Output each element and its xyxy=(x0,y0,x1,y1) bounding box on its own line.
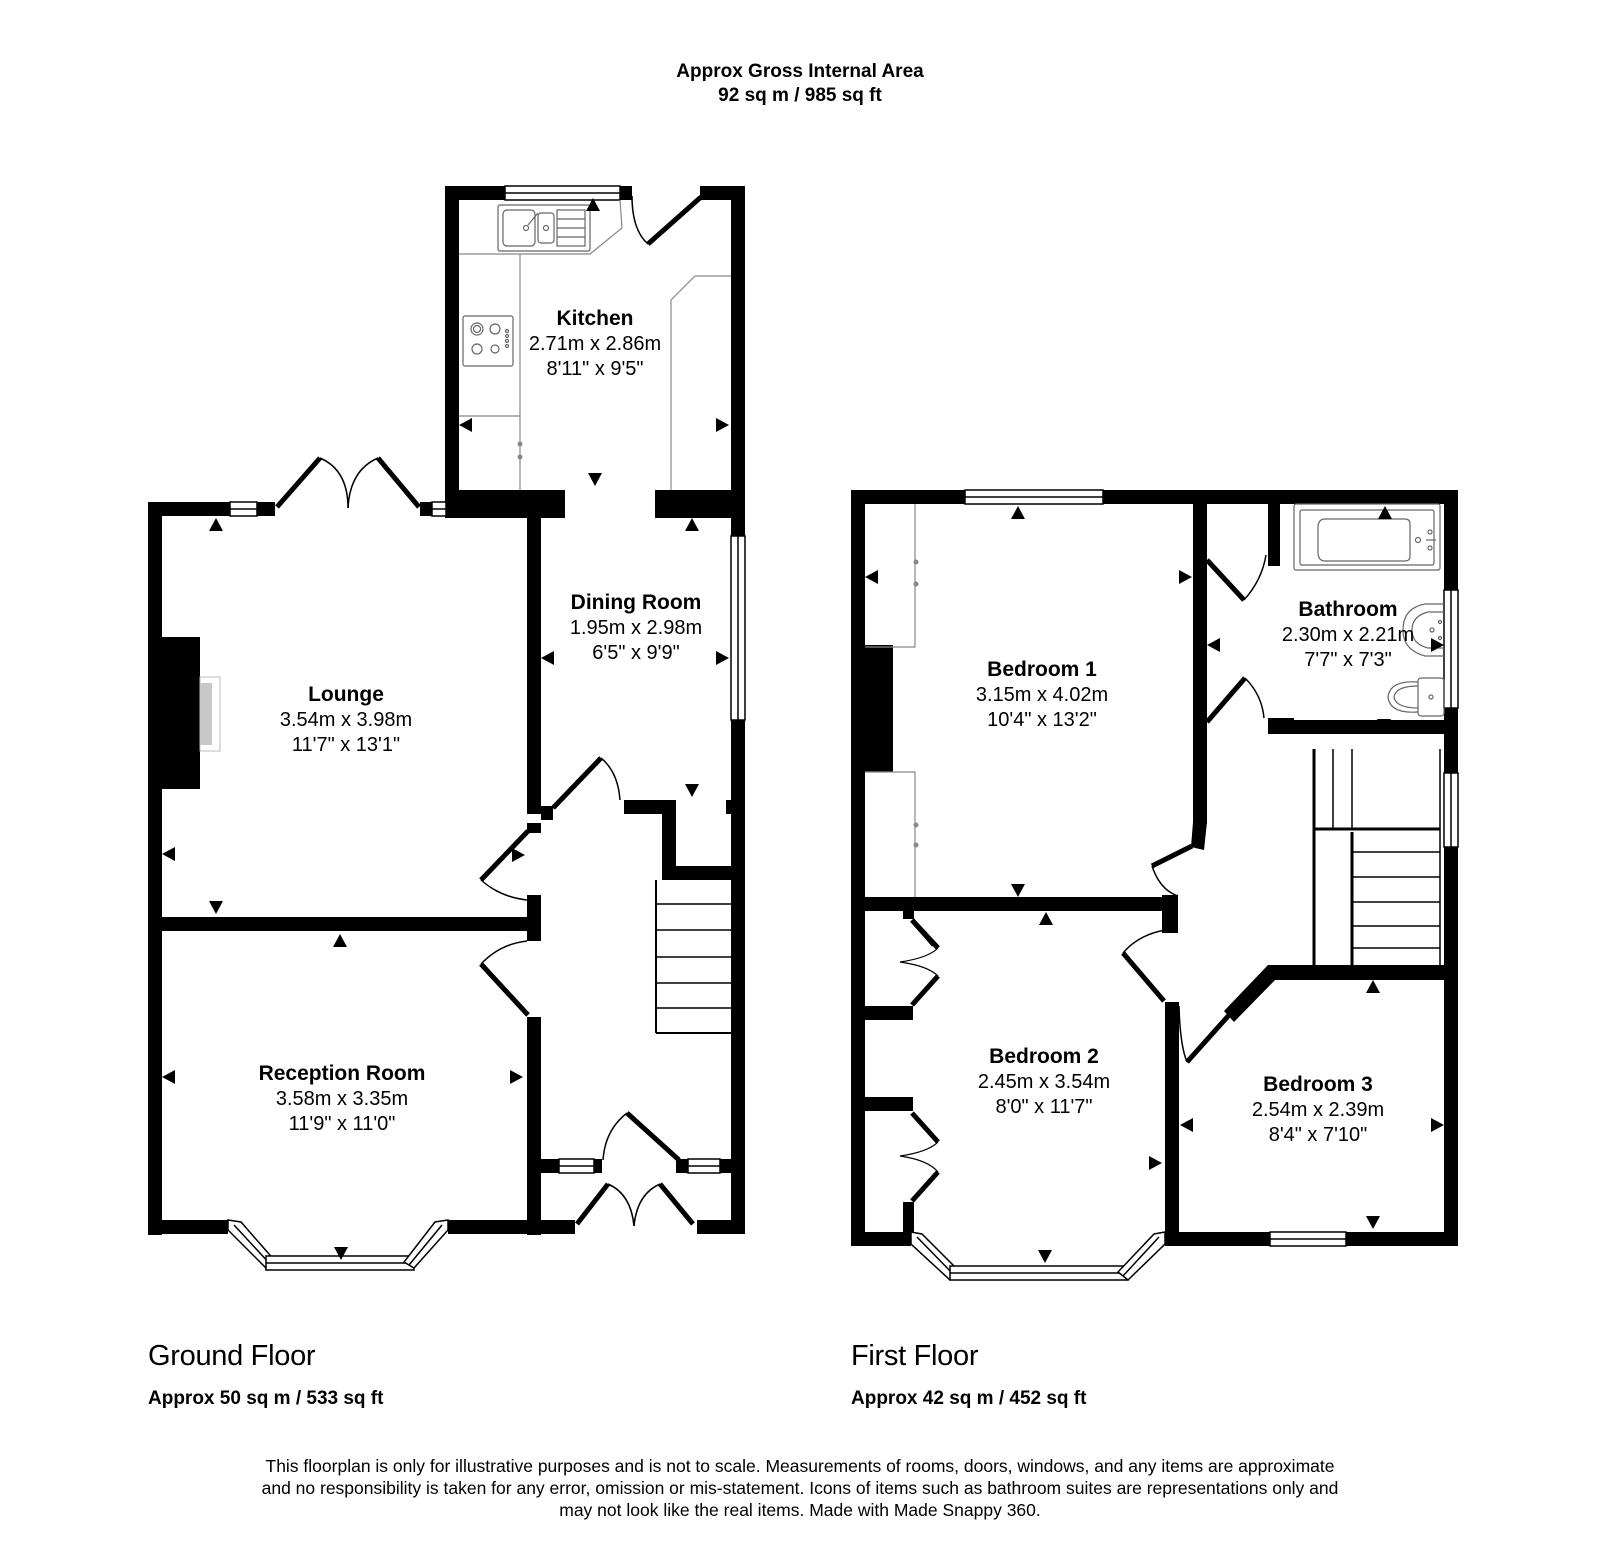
room-name: Bedroom 1 xyxy=(987,658,1097,681)
first-floor-outer-walls xyxy=(851,490,1458,1246)
reception-bay-window xyxy=(227,1219,449,1271)
room-name: Bedroom 3 xyxy=(1263,1073,1373,1096)
disclaimer-line-2: and no responsibility is taken for any e… xyxy=(261,1478,1339,1498)
toilet-icon xyxy=(1387,677,1445,717)
ground-floor-title: Ground Floor xyxy=(148,1340,316,1372)
room-label-bedroom-3: Bedroom 3 2.54m x 2.39m 8'4" x 7'10" xyxy=(1218,1072,1418,1148)
bedroom2-door xyxy=(1121,929,1166,1003)
wardrobe-handles xyxy=(913,559,919,848)
room-name: Lounge xyxy=(308,683,384,706)
room-label-reception-room: Reception Room 3.58m x 3.35m 11'9" x 11'… xyxy=(222,1061,462,1137)
first-floor-plan xyxy=(851,489,1459,1281)
room-imperial: 11'9" x 11'0" xyxy=(288,1113,396,1135)
room-imperial: 10'4" x 13'2" xyxy=(987,709,1097,731)
landing-cupboard-door xyxy=(1205,554,1267,602)
room-imperial: 11'7" x 13'1" xyxy=(291,734,401,756)
disclaimer: This floorplan is only for illustrative … xyxy=(150,1455,1450,1521)
bedroom1-door xyxy=(1150,843,1194,897)
room-metric: 2.71m x 2.86m xyxy=(528,333,662,355)
room-label-bedroom-1: Bedroom 1 3.15m x 4.02m 10'4" x 13'2" xyxy=(942,657,1142,733)
disclaimer-line-1: This floorplan is only for illustrative … xyxy=(265,1456,1335,1476)
lounge-windows xyxy=(229,501,447,517)
room-metric: 3.58m x 3.35m xyxy=(275,1088,409,1110)
room-label-lounge: Lounge 3.54m x 3.98m 11'7" x 13'1" xyxy=(246,682,446,758)
room-label-kitchen: Kitchen 2.71m x 2.86m 8'11" x 9'5" xyxy=(495,306,695,382)
room-metric: 3.15m x 4.02m xyxy=(975,684,1109,706)
bedroom2-cupboard-doors xyxy=(899,918,940,1203)
first-floor-title: First Floor xyxy=(851,1340,979,1372)
room-imperial: 6'5" x 9'9" xyxy=(592,642,680,664)
room-imperial: 8'0" x 11'7" xyxy=(995,1096,1093,1118)
room-imperial: 8'4" x 7'10" xyxy=(1268,1124,1368,1146)
bedroom1-window xyxy=(964,489,1104,505)
room-name: Kitchen xyxy=(556,307,634,330)
room-name: Reception Room xyxy=(258,1062,426,1085)
sink-icon xyxy=(497,204,591,252)
room-imperial: 7'7" x 7'3" xyxy=(1304,649,1392,671)
room-name: Bathroom xyxy=(1298,598,1398,621)
lounge-walls xyxy=(148,502,541,1235)
kitchen-window xyxy=(504,185,621,201)
kitchen-worktops xyxy=(459,199,731,490)
dining-window xyxy=(730,535,746,721)
lounge-french-doors xyxy=(275,456,421,509)
front-door xyxy=(575,1182,695,1227)
dining-door xyxy=(551,756,621,810)
ground-stairs xyxy=(655,880,731,1034)
reception-walls xyxy=(148,1220,541,1234)
room-metric: 2.30m x 2.21m xyxy=(1281,624,1415,646)
room-metric: 2.45m x 3.54m xyxy=(977,1071,1111,1093)
room-imperial: 8'11" x 9'5" xyxy=(546,358,644,380)
lounge-door xyxy=(479,829,530,901)
basin-icon xyxy=(1402,603,1444,657)
disclaimer-line-3: may not look like the real items. Made w… xyxy=(559,1500,1041,1520)
room-label-dining-room: Dining Room 1.95m x 2.98m 6'5" x 9'9" xyxy=(536,590,736,666)
room-metric: 3.54m x 3.98m xyxy=(279,709,413,731)
bathroom-door xyxy=(1205,676,1265,724)
first-floor-stairs xyxy=(1312,749,1441,965)
reception-door xyxy=(479,940,530,1017)
bedroom3-door xyxy=(1178,1005,1232,1064)
inner-porch-door xyxy=(602,1111,681,1162)
ground-floor-area: Approx 50 sq m / 533 sq ft xyxy=(148,1388,384,1409)
first-floor-area: Approx 42 sq m / 452 sq ft xyxy=(851,1388,1087,1409)
room-metric: 2.54m x 2.39m xyxy=(1251,1099,1385,1121)
kitchen-walls xyxy=(445,186,745,518)
bath-icon xyxy=(1293,503,1441,571)
bathroom-window xyxy=(1443,589,1459,848)
room-name: Bedroom 2 xyxy=(989,1045,1099,1068)
hob-icon xyxy=(462,315,514,367)
bedroom3-window xyxy=(1269,1231,1347,1247)
dining-room-walls xyxy=(541,514,745,1230)
gross-area-title: Approx Gross Internal Area xyxy=(676,61,924,82)
ground-floor-plan xyxy=(148,185,746,1271)
room-label-bedroom-2: Bedroom 2 2.45m x 3.54m 8'0" x 11'7" xyxy=(944,1044,1144,1120)
porch-windows xyxy=(558,1158,721,1174)
room-label-bathroom: Bathroom 2.30m x 2.21m 7'7" x 7'3" xyxy=(1248,597,1448,673)
room-name: Dining Room xyxy=(570,591,702,614)
bedroom2-bay-window xyxy=(910,1231,1166,1281)
kitchen-door xyxy=(631,195,703,246)
gross-area-value: 92 sq m / 985 sq ft xyxy=(718,85,882,106)
room-metric: 1.95m x 2.98m xyxy=(569,617,703,639)
bedroom1-wardrobes xyxy=(865,504,916,897)
